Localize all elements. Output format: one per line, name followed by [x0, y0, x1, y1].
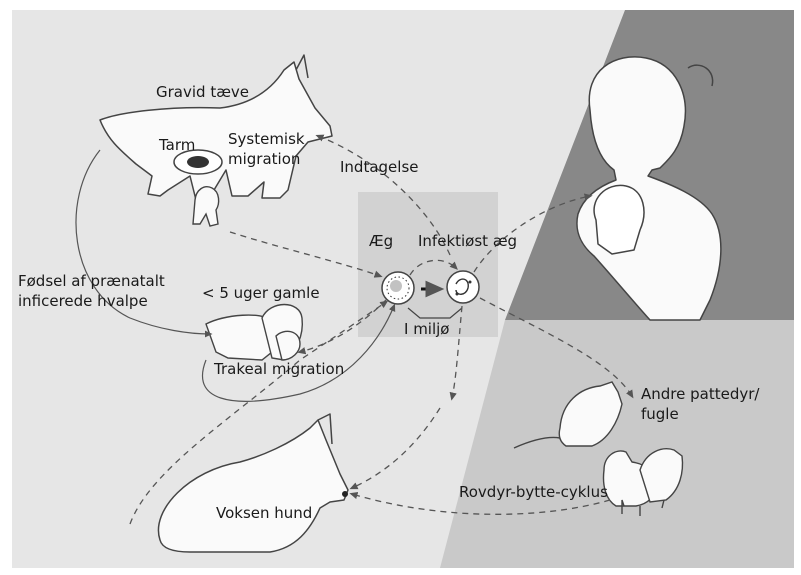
- label-egg: Æg: [369, 232, 393, 252]
- label-under-5-weeks: < 5 uger gamle: [202, 284, 320, 304]
- label-predator-prey-cycle: Rovdyr-bytte-cyklus: [459, 483, 608, 503]
- egg-box: [358, 192, 498, 337]
- infective-egg-icon: [447, 271, 479, 303]
- label-tracheal-migration: Trakeal migration: [214, 360, 344, 380]
- label-pregnant-bitch: Gravid tæve: [156, 83, 249, 103]
- label-adult-dog: Voksen hund: [216, 504, 312, 524]
- label-systemic-migration: Systemisk migration: [228, 130, 305, 169]
- label-birth-infected-pups: Fødsel af prænatalt inficerede hvalpe: [18, 272, 165, 311]
- label-in-environment: I miljø: [404, 320, 449, 340]
- egg-icon: [382, 272, 414, 304]
- label-other-mammals-birds: Andre pattedyr/ fugle: [641, 385, 759, 424]
- label-intestine: Tarm: [159, 136, 195, 156]
- label-ingestion: Indtagelse: [340, 158, 419, 178]
- label-infective-egg: Infektiøst æg: [418, 232, 517, 252]
